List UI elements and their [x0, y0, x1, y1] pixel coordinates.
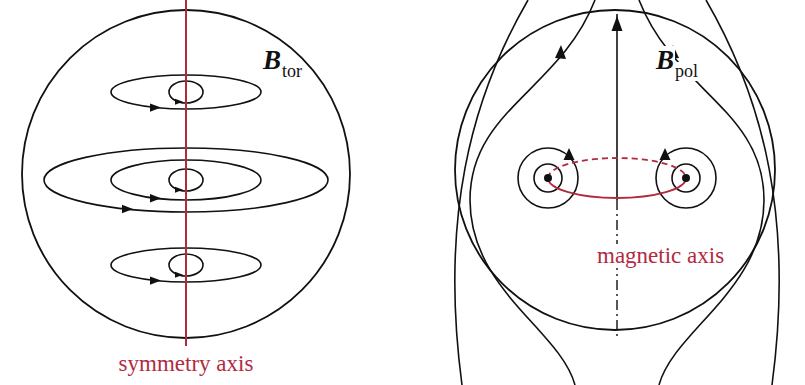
field-symbol: B: [262, 46, 282, 74]
axis-line: [616, 200, 617, 340]
axis-dot: [544, 174, 552, 182]
field-subscript: tor: [281, 62, 303, 81]
field-arrowheads: [555, 45, 679, 160]
poloidal-field-lines: [455, 0, 779, 385]
magnetic-axis-back: [548, 158, 686, 178]
symmetry-axis-line: [185, 0, 187, 346]
field-arrowheads: [122, 99, 183, 285]
sphere-outline: [455, 10, 775, 330]
magnetic-axis-front: [548, 178, 686, 198]
axis-label: symmetry axis: [118, 352, 255, 376]
field-subscript: pol: [674, 62, 699, 81]
axis-arrowhead: [612, 16, 623, 31]
axis-dot: [682, 174, 690, 182]
field-symbol: B: [655, 46, 675, 74]
axis-line: [616, 14, 618, 200]
axis-label: magnetic axis: [596, 244, 725, 268]
